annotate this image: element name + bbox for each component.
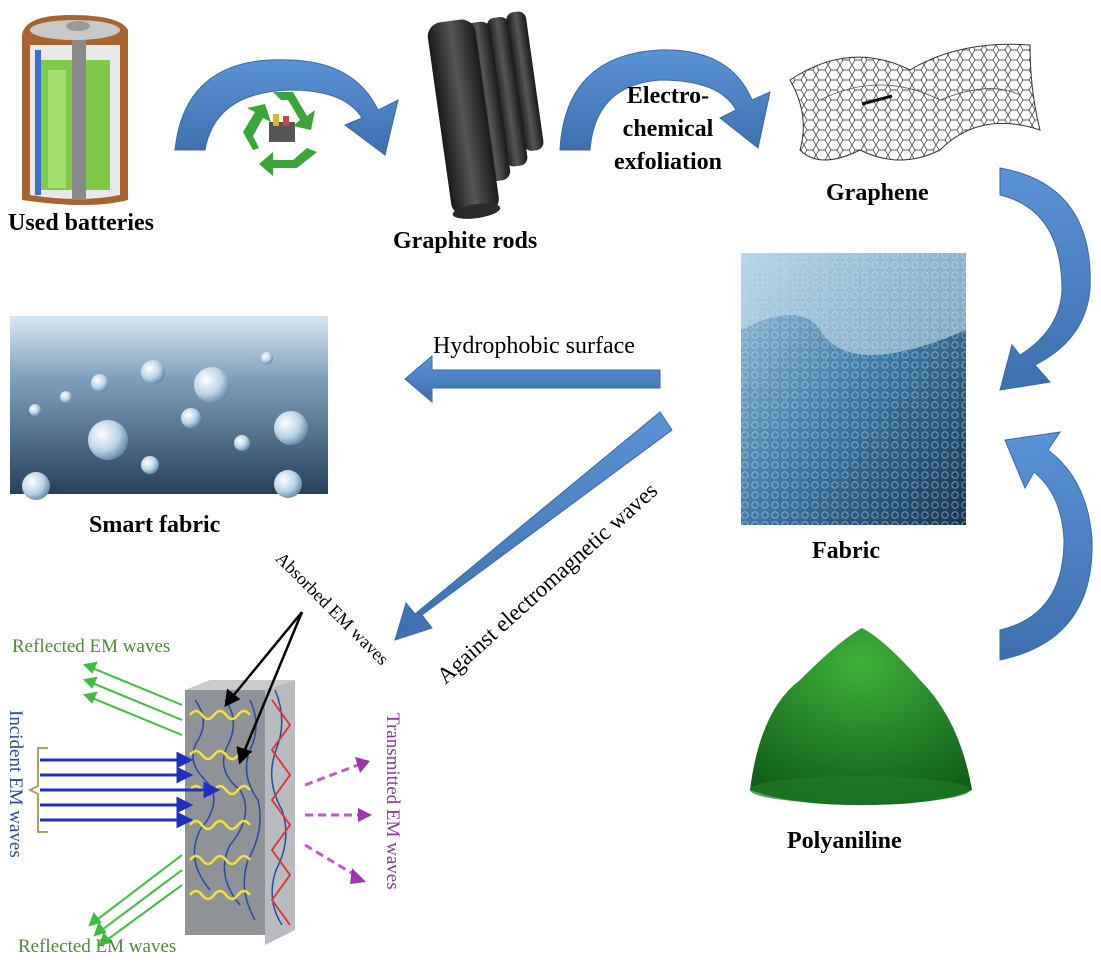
reflected-bottom-label: Reflected EM waves xyxy=(18,936,177,957)
hydrophobic-label: Hydrophobic surface xyxy=(433,333,635,359)
arrow-rods-to-graphene xyxy=(559,49,771,151)
graphene-image xyxy=(789,43,1041,161)
em-shield-diagram xyxy=(27,611,372,947)
arrow-battery-to-rods xyxy=(174,59,399,156)
recycle-icon xyxy=(243,92,317,176)
exfoliation-label: Electro- chemical exfoliation xyxy=(598,80,738,179)
exfoliation-line-1: Electro- xyxy=(626,83,710,109)
arrow-hydrophobic xyxy=(404,354,661,404)
smart-fabric-image xyxy=(10,316,328,500)
transmitted-label: Transmitted EM waves xyxy=(382,713,403,890)
graphite-rods-image xyxy=(427,11,544,219)
graphene-label: Graphene xyxy=(826,180,929,206)
used-batteries-label: Used batteries xyxy=(8,210,154,236)
fabric-image xyxy=(741,253,966,525)
smart-fabric-label: Smart fabric xyxy=(89,512,221,538)
exfoliation-line-2: chemical xyxy=(622,116,714,142)
arrow-polyaniline-to-fabric xyxy=(999,431,1093,661)
battery-image xyxy=(22,15,128,205)
polyaniline-label: Polyaniline xyxy=(787,828,902,854)
exfoliation-line-3: exfoliation xyxy=(614,149,722,175)
graphite-rods-label: Graphite rods xyxy=(393,228,538,254)
arrow-em-shielding xyxy=(394,411,673,641)
incident-label: Incident EM waves xyxy=(5,710,26,858)
polyaniline-image xyxy=(750,628,972,805)
reflected-top-label: Reflected EM waves xyxy=(12,636,171,657)
fabric-label: Fabric xyxy=(812,538,880,564)
arrow-graphene-to-fabric xyxy=(999,167,1091,391)
